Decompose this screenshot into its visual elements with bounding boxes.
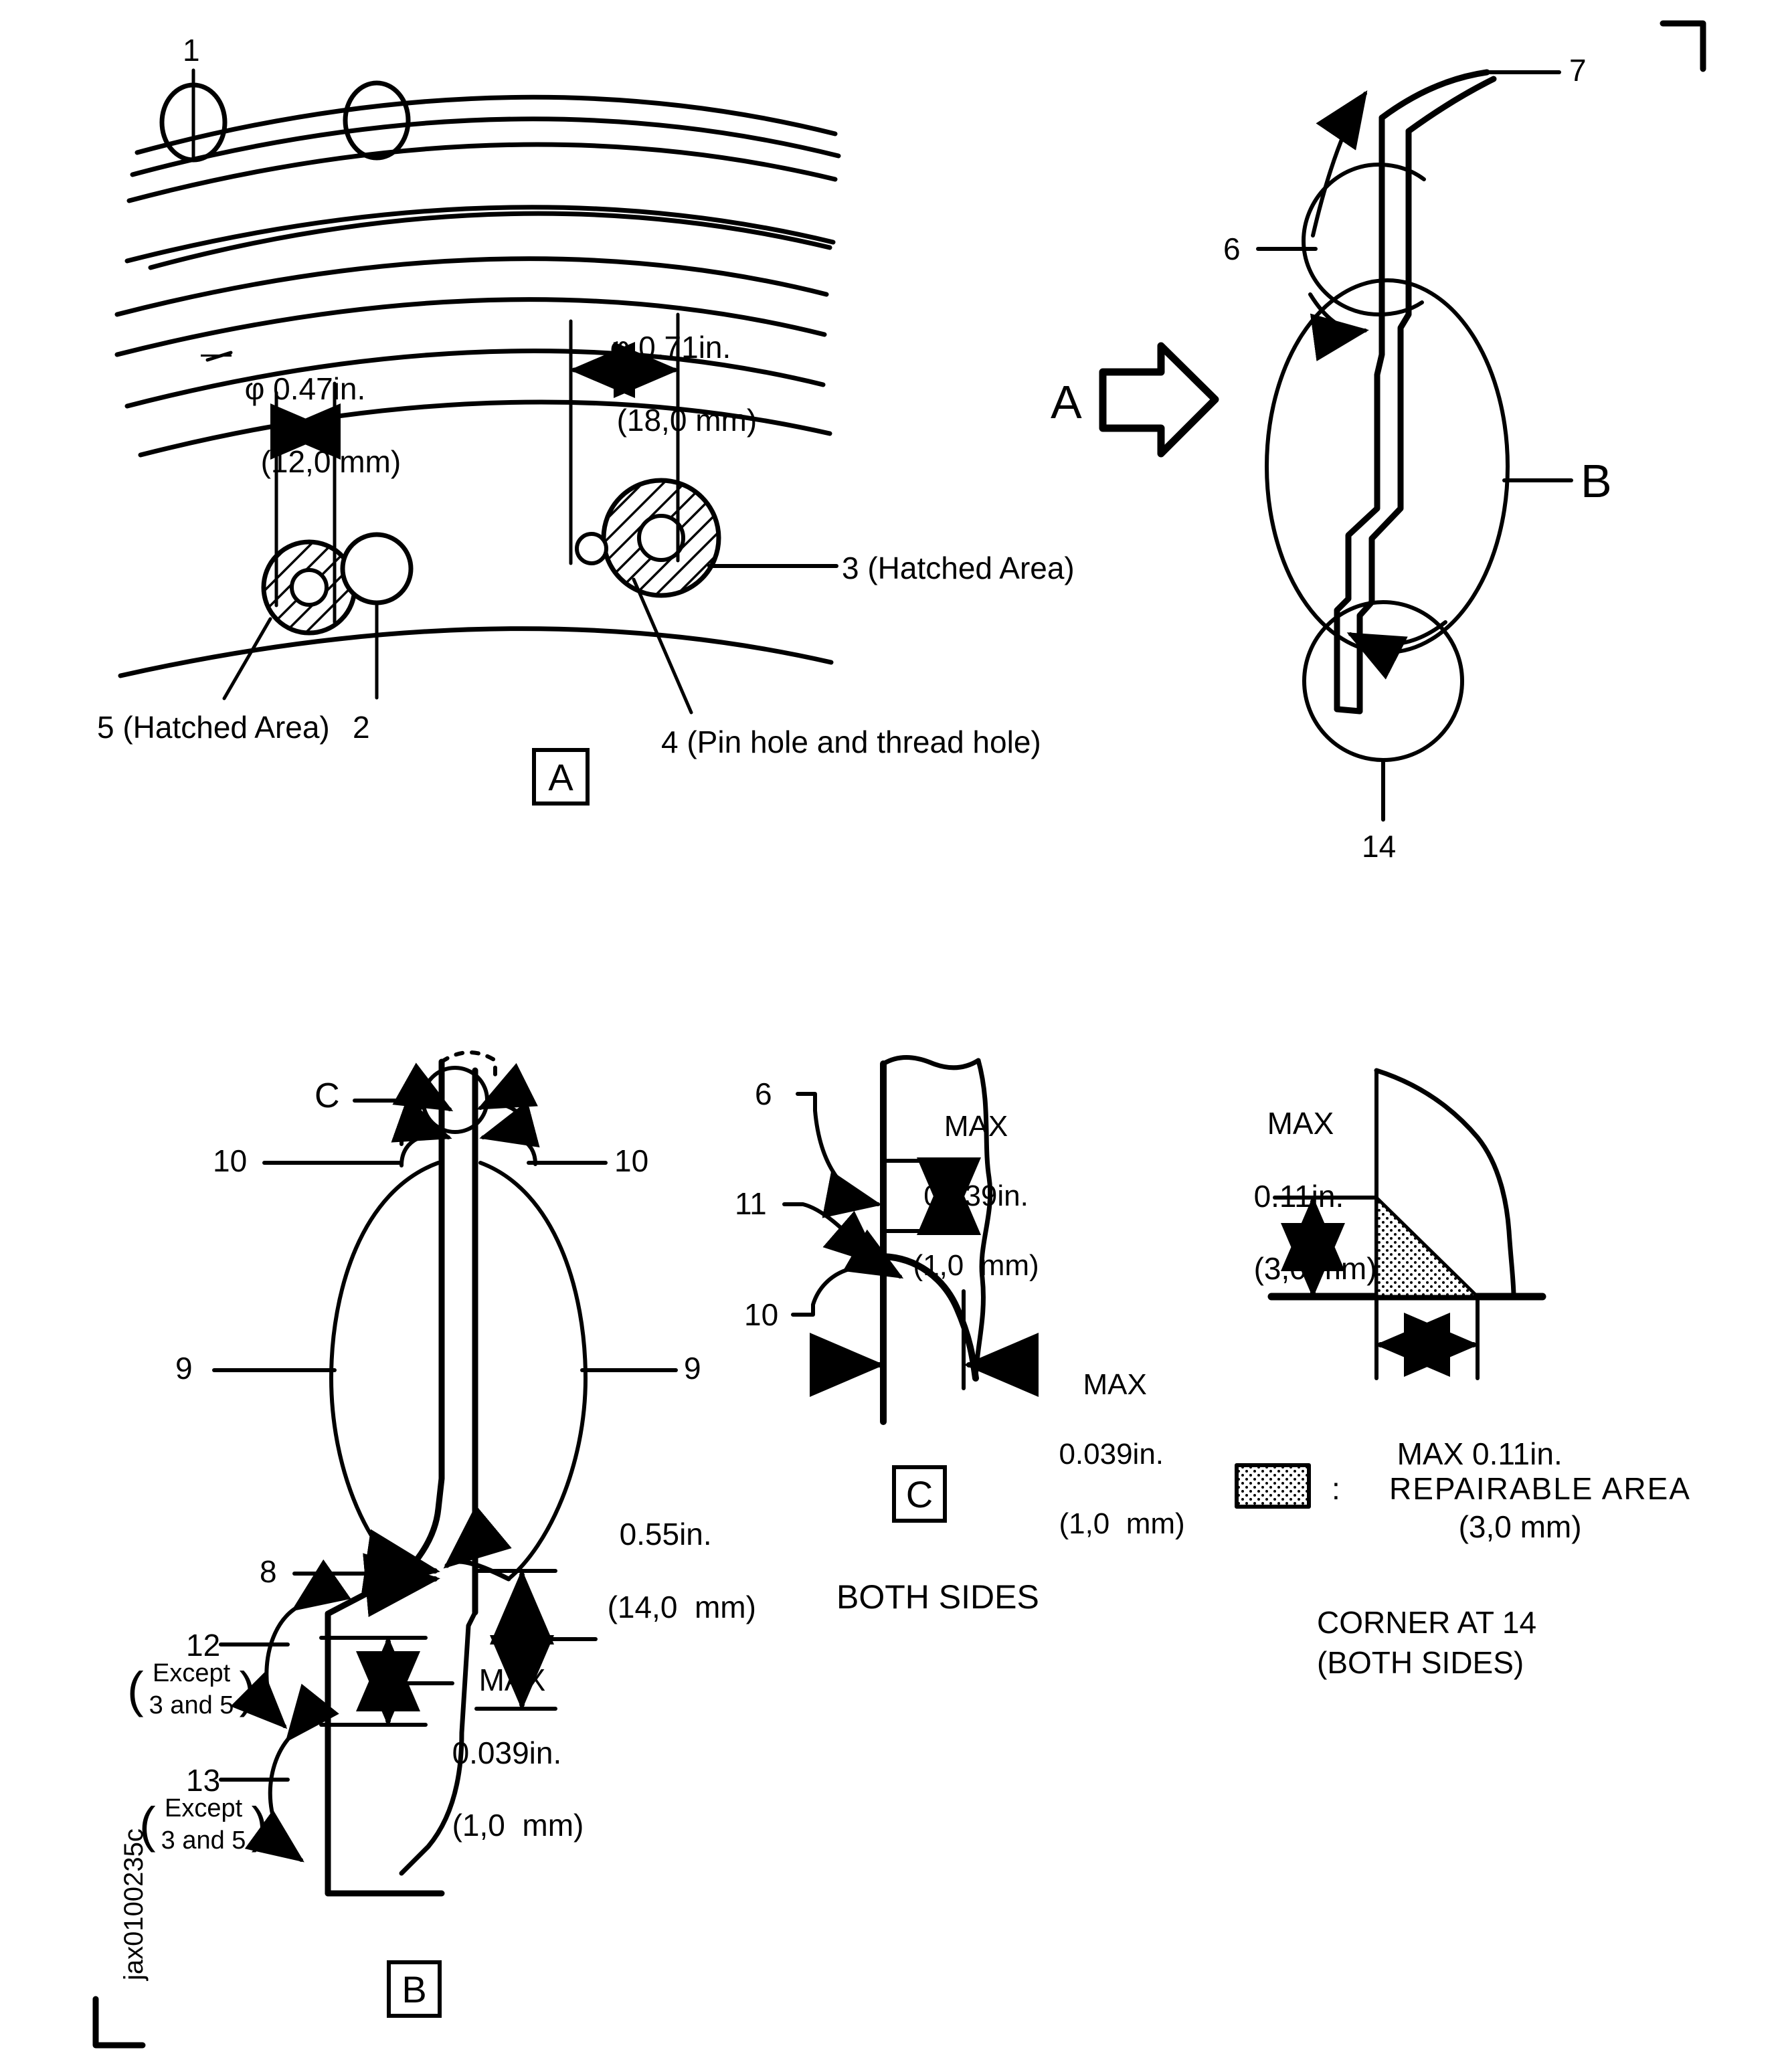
corner-at-14-caption-line2: (BOTH SIDES) — [1317, 1645, 1524, 1680]
callout-5: 5 (Hatched Area) — [97, 710, 330, 745]
dimension-max-0039in-b-line3: (1,0 mm) — [452, 1808, 584, 1843]
dimension-055in-line1: 0.55in. — [619, 1517, 712, 1552]
panel-c-caption: BOTH SIDES — [836, 1578, 1039, 1616]
note-paren-close-13: ) — [251, 1796, 268, 1853]
callout-12: 12 — [186, 1628, 221, 1663]
note-except-13-line1: Except — [164, 1794, 243, 1822]
note-except-12: ( Except 3 and 5 ) — [127, 1658, 256, 1721]
dimension-max-0039in-c-top-line3: (1,0 mm) — [913, 1248, 1039, 1282]
dimension-phi-071-line2: (18,0 mm) — [616, 402, 758, 438]
note-paren-open-12: ( — [127, 1661, 144, 1717]
dimension-max-0039in-c-top: MAX 0.039in. (1,0 mm) — [897, 1074, 1039, 1283]
legend-separator: : — [1332, 1471, 1340, 1506]
panel-label-a: A — [532, 748, 590, 806]
dimension-phi-071-line1: φ 0.71in. — [610, 330, 731, 365]
view-arrow-label-a: A — [1051, 376, 1082, 428]
note-paren-close-12: ) — [239, 1661, 256, 1717]
callout-13: 13 — [186, 1763, 221, 1798]
dimension-max-0039in-c-top-line1: MAX — [944, 1109, 1008, 1143]
dimension-phi-071: φ 0.71in. (18,0 mm) — [593, 293, 758, 438]
dimension-max-011in-vertical-line3: (3,0 mm) — [1253, 1251, 1377, 1287]
callout-c: C — [315, 1076, 340, 1115]
legend-label-repairable-area: REPAIRABLE AREA — [1389, 1471, 1691, 1506]
dimension-055in: 0.55in. (14,0 mm) — [602, 1480, 756, 1625]
callout-4: 4 (Pin hole and thread hole) — [661, 725, 1041, 759]
dimension-max-0039in-b: MAX 0.039in. (1,0 mm) — [452, 1626, 584, 1844]
callout-b: B — [1581, 455, 1612, 507]
callout-8: 8 — [260, 1554, 277, 1589]
dimension-max-0039in-b-line2: 0.039in. — [452, 1735, 562, 1770]
dimension-phi-047-line1: φ 0.47in. — [244, 371, 366, 407]
callout-11: 11 — [735, 1186, 767, 1221]
dimension-max-0039in-c-side-line1: MAX — [1083, 1368, 1147, 1401]
note-except-13: ( Except 3 and 5 ) — [139, 1793, 268, 1857]
note-except-12-line2: 3 and 5 — [149, 1691, 234, 1719]
dimension-max-0039in-c-side-line3: (1,0 mm) — [1059, 1507, 1185, 1540]
dimension-max-011in-horizontal-line1: MAX 0.11in. — [1397, 1436, 1563, 1472]
callout-14: 14 — [1362, 829, 1397, 864]
figure-id-code: jax0100235c — [119, 1828, 149, 1980]
dimension-max-011in-vertical-line1: MAX — [1267, 1106, 1334, 1141]
callout-10-left: 10 — [213, 1143, 248, 1178]
dimension-max-011in-vertical-line2: 0.11in. — [1253, 1178, 1344, 1214]
dimension-max-0039in-c-side-line2: 0.039in. — [1059, 1437, 1164, 1471]
callout-9-right: 9 — [684, 1351, 701, 1386]
callout-6-panel-c: 6 — [755, 1076, 772, 1111]
dimension-phi-047-line2: (12,0 mm) — [260, 444, 402, 479]
dimension-phi-047: φ 0.47in. (12,0 mm) — [228, 335, 402, 480]
callout-3: 3 (Hatched Area) — [842, 551, 1075, 585]
dimension-max-0039in-c-top-line2: 0.039in. — [923, 1179, 1029, 1212]
callout-2: 2 — [353, 710, 370, 745]
callout-10-right: 10 — [614, 1143, 649, 1178]
panel-label-c: C — [892, 1465, 947, 1523]
dimension-max-011in-vertical: MAX 0.11in. (3,0 mm) — [1237, 1069, 1377, 1287]
note-paren-open-13: ( — [139, 1796, 156, 1853]
corner-at-14-caption-line1: CORNER AT 14 — [1317, 1605, 1537, 1640]
note-except-12-line1: Except — [152, 1659, 231, 1687]
note-except-13-line2: 3 and 5 — [161, 1826, 246, 1855]
callout-1: 1 — [183, 33, 200, 68]
callout-6-top: 6 — [1223, 231, 1241, 266]
phi-symbol-icon: ― — [201, 335, 232, 370]
callout-9-left: 9 — [175, 1351, 193, 1386]
dimension-max-011in-horizontal: MAX 0.11in. (3,0 mm) — [1380, 1400, 1582, 1545]
dimension-max-0039in-b-line1: MAX — [478, 1663, 546, 1698]
dimension-max-011in-horizontal-line2: (3,0 mm) — [1458, 1509, 1582, 1544]
callout-10-panel-c: 10 — [744, 1297, 779, 1332]
callout-7: 7 — [1569, 53, 1587, 88]
dimension-max-0039in-c-side: MAX 0.039in. (1,0 mm) — [1043, 1333, 1185, 1541]
panel-label-b: B — [387, 1960, 442, 2018]
dimension-055in-line2: (14,0 mm) — [607, 1589, 756, 1624]
